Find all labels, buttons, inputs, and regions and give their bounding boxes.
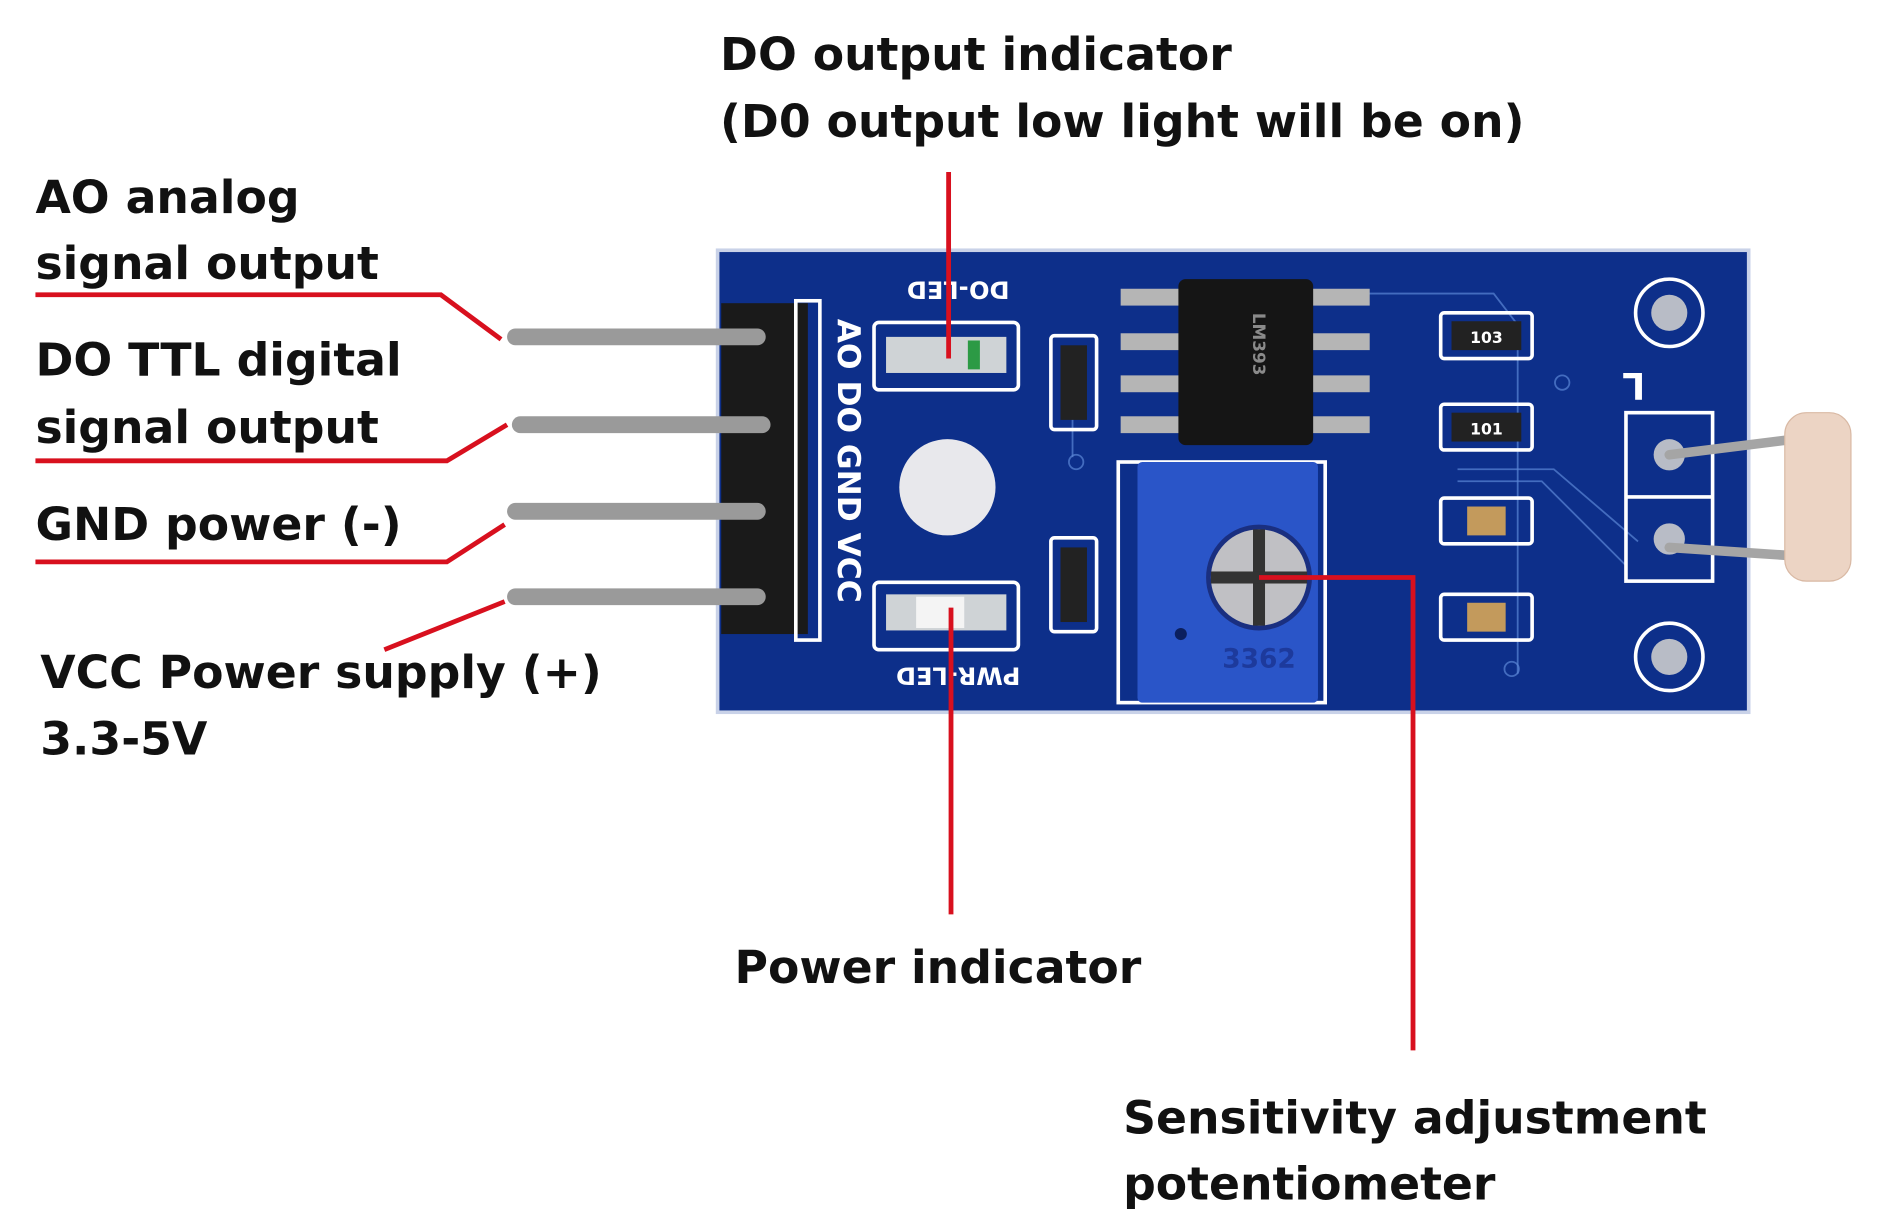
ldr-sensor [1624,277,1852,693]
ldr-silkscreen: L [1622,364,1645,406]
do-sublabel: signal output [35,401,378,454]
gnd-leader [35,522,506,565]
sensitivity-sublabel: potentiometer [1123,1158,1496,1211]
resistor-101-label: 101 [1470,419,1503,438]
vcc-leader [383,599,506,652]
mounting-hole [899,439,996,536]
do-indicator-sublabel: (D0 output low light will be on) [720,95,1524,148]
ao-leader [35,292,503,342]
gnd-label: GND power (-) [35,498,401,551]
pin-labels-silkscreen: AO DO GND VCC [830,319,866,603]
pin-header [507,298,822,642]
resistor-103-label: 103 [1470,328,1503,347]
pwr-led [872,580,1021,652]
potentiometer[interactable]: 3362 [1116,460,1327,705]
comparator-chip: LM393 [1120,279,1370,446]
svg-text:LM393: LM393 [1249,313,1269,376]
vcc-sublabel: 3.3-5V [40,712,208,765]
sensitivity-label: Sensitivity adjustment [1123,1091,1707,1144]
resistor-102 [1049,333,1099,432]
pin-vcc [507,588,766,606]
do-label: DO TTL digital [35,333,401,386]
ao-label: AO analog [35,171,299,224]
power-indicator-label: Power indicator [734,941,1141,994]
pwr-led-silkscreen: PWR-LED [896,662,1020,690]
smd-components: 103 101 [1438,311,1534,642]
do-leader [35,422,509,464]
sensitivity-leader [1259,575,1416,1051]
resistor-122 [1049,535,1099,634]
leader-lines [35,172,1416,1051]
pin-ao [507,328,766,346]
svg-text:3362: 3362 [1222,644,1296,675]
pin-gnd [507,502,766,520]
do-indicator-label: DO output indicator [720,28,1232,81]
ao-sublabel: signal output [35,237,378,290]
vcc-label: VCC Power supply (+) [40,646,602,699]
pin-do [511,416,771,434]
do-led-silkscreen: DO-LED [907,276,1010,304]
